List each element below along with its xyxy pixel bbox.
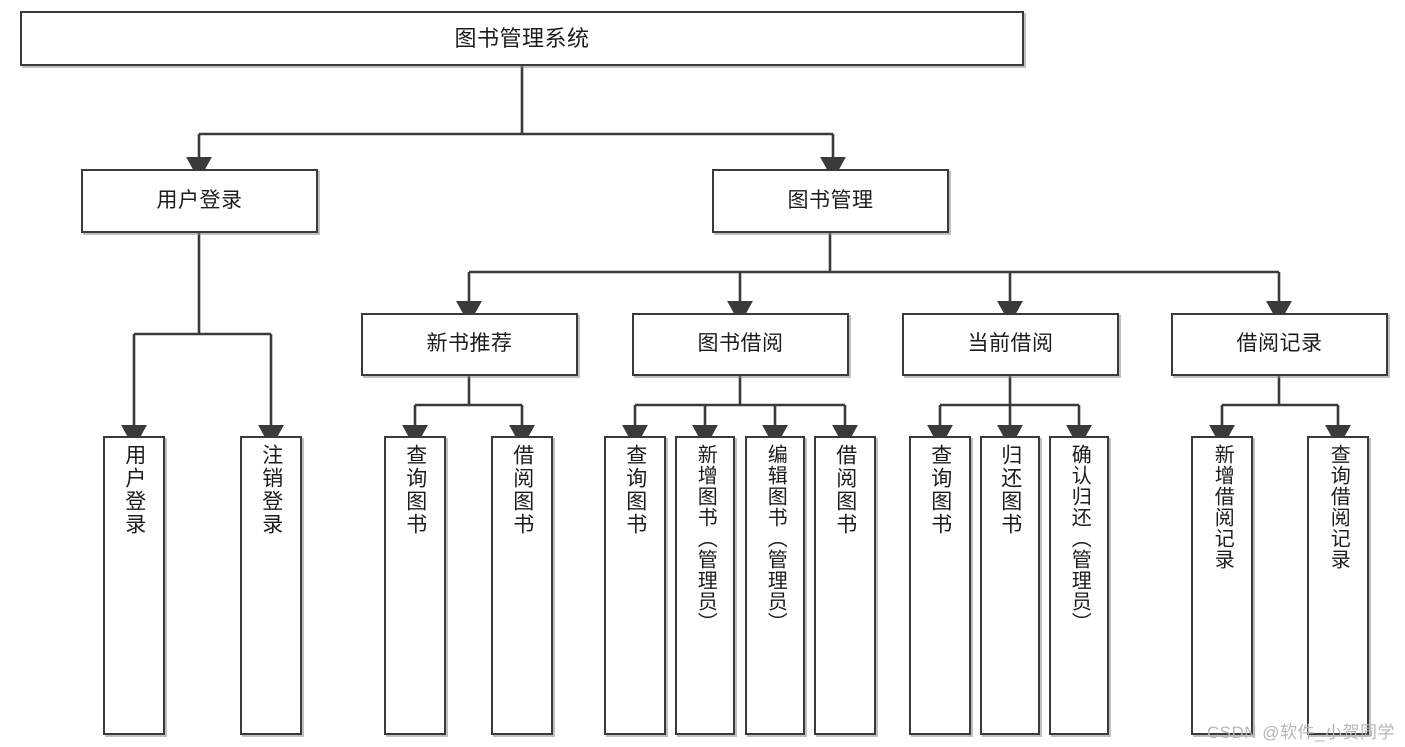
node-leaf-borrow-book-1-label: 借阅图书 (510, 444, 534, 536)
node-leaf-query-book-3[interactable]: 查询图书 (909, 436, 971, 735)
node-leaf-query-book-2[interactable]: 查询图书 (604, 436, 666, 735)
node-user-login-label: 用户登录 (156, 188, 243, 212)
node-book-borrow[interactable]: 图书借阅 (632, 313, 849, 376)
node-current-borrow-label: 当前借阅 (967, 332, 1054, 356)
node-book-borrow-label: 图书借阅 (697, 332, 784, 356)
node-leaf-user-login[interactable]: 用户登录 (103, 436, 165, 735)
node-leaf-borrow-book-2-label: 借阅图书 (833, 444, 857, 536)
node-new-book-recommend[interactable]: 新书推荐 (361, 313, 578, 376)
node-leaf-query-book-1-label: 查询图书 (403, 444, 427, 536)
node-leaf-return-book[interactable]: 归还图书 (980, 436, 1040, 735)
node-book-manage-label: 图书管理 (787, 188, 874, 212)
node-leaf-query-record-label: 查询借阅记录 (1327, 444, 1350, 570)
node-root-label: 图书管理系统 (454, 25, 590, 51)
node-leaf-query-book-3-label: 查询图书 (928, 444, 952, 536)
node-leaf-logout-login-label: 注销登录 (259, 444, 283, 536)
node-borrow-record[interactable]: 借阅记录 (1171, 313, 1388, 376)
node-leaf-query-book-1[interactable]: 查询图书 (384, 436, 446, 735)
node-leaf-confirm-return[interactable]: 确认归还（管理员） (1049, 436, 1109, 735)
node-new-book-recommend-label: 新书推荐 (426, 332, 513, 356)
node-leaf-add-book-label: 新增图书（管理员） (694, 444, 717, 633)
node-leaf-user-login-label: 用户登录 (122, 444, 146, 536)
node-leaf-add-record[interactable]: 新增借阅记录 (1191, 436, 1253, 735)
node-leaf-borrow-book-1[interactable]: 借阅图书 (491, 436, 553, 735)
node-leaf-edit-book[interactable]: 编辑图书（管理员） (745, 436, 805, 735)
node-leaf-query-book-2-label: 查询图书 (623, 444, 647, 536)
node-leaf-add-record-label: 新增借阅记录 (1211, 444, 1234, 570)
node-borrow-record-label: 借阅记录 (1236, 332, 1323, 356)
node-current-borrow[interactable]: 当前借阅 (902, 313, 1119, 376)
node-user-login[interactable]: 用户登录 (81, 169, 318, 233)
node-leaf-logout-login[interactable]: 注销登录 (240, 436, 302, 735)
node-root[interactable]: 图书管理系统 (20, 11, 1024, 66)
node-leaf-edit-book-label: 编辑图书（管理员） (764, 444, 787, 633)
node-book-manage[interactable]: 图书管理 (712, 169, 949, 233)
node-leaf-borrow-book-2[interactable]: 借阅图书 (814, 436, 876, 735)
node-leaf-return-book-label: 归还图书 (998, 444, 1022, 536)
node-leaf-confirm-return-label: 确认归还（管理员） (1068, 444, 1091, 633)
node-leaf-add-book[interactable]: 新增图书（管理员） (675, 436, 735, 735)
node-leaf-query-record[interactable]: 查询借阅记录 (1307, 436, 1369, 735)
